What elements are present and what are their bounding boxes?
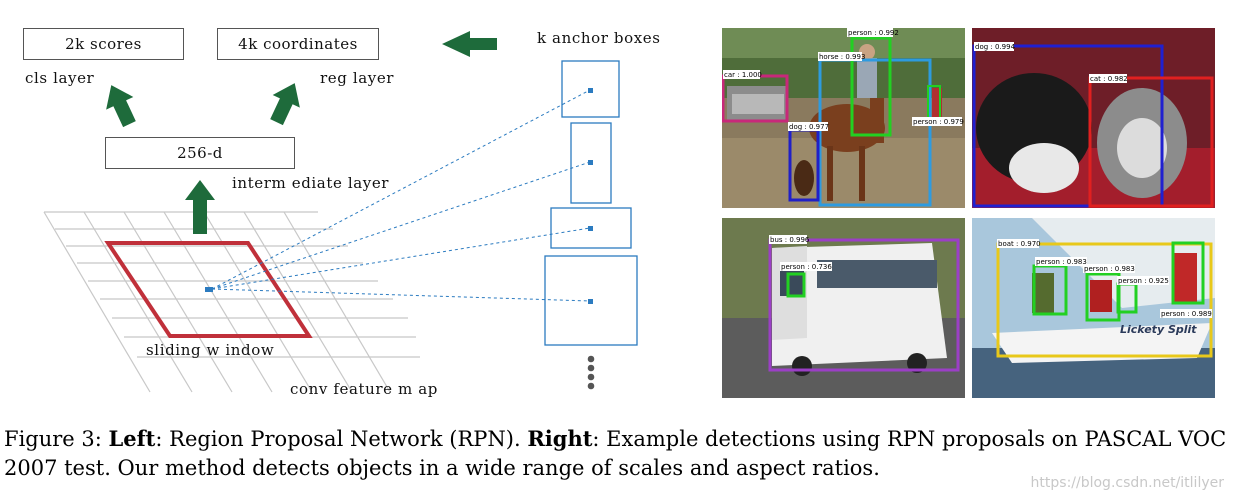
det-label: cat : 0.982 [1090, 75, 1128, 83]
conv-feature-map [43, 31, 638, 393]
det-label: person : 0.992 [848, 29, 899, 37]
detection-photo-dogcat: dog : 0.994 cat : 0.982 [972, 28, 1215, 208]
anchor-boxes [544, 60, 638, 346]
window-center [205, 287, 213, 292]
det-label: boat : 0.970 [998, 240, 1041, 248]
arrow-reg-icon [270, 83, 300, 126]
det-label: dog : 0.994 [975, 43, 1016, 51]
caption-prefix: Figure 3: [4, 427, 109, 451]
cls-layer-label: cls layer [25, 69, 95, 87]
figure-caption: Figure 3: Left: Region Proposal Network … [4, 424, 1236, 483]
arrow-cls-icon [106, 85, 136, 128]
arrow-left-icon [442, 31, 497, 57]
detection-photo-bus: bus : 0.996 person : 0.736 [722, 218, 965, 398]
det-label: bus : 0.996 [770, 236, 810, 244]
sliding-window [104, 241, 313, 338]
arrow-up-icon [185, 180, 215, 234]
det-label: person : 0.983 [1036, 258, 1087, 266]
sliding-window-label: sliding w indow [146, 341, 275, 359]
more-anchors-dots [587, 355, 595, 390]
det-label: horse : 0.993 [819, 53, 865, 61]
coordinates-box: 4k coordinates [217, 28, 379, 60]
det-label: person : 0.983 [1084, 265, 1135, 273]
conv-feature-map-label: conv feature m ap [290, 380, 438, 398]
intermediate-layer-label: interm ediate layer [232, 174, 390, 192]
caption-left-bold: Left [108, 426, 156, 451]
intermediate-box: 256-d [105, 137, 295, 169]
det-label: car : 1.000 [724, 71, 762, 79]
reg-layer-label: reg layer [320, 69, 395, 87]
caption-right-text: : Example detections using RPN proposals… [4, 427, 1227, 480]
anchor-boxes-title: k anchor boxes [537, 29, 661, 47]
detection-photo-boat: Lickety Split boat : 0.970 person : 0.98… [972, 218, 1215, 398]
det-label: person : 0.925 [1118, 277, 1169, 285]
detection-photo-horse: car : 1.000 person : 0.992 horse : 0.993… [722, 28, 965, 208]
det-label: dog : 0.977 [789, 123, 829, 131]
caption-right-bold: Right [527, 426, 593, 451]
boat-name: Lickety Split [1120, 323, 1197, 336]
det-label: person : 0.736 [781, 263, 832, 271]
caption-left-text: : Region Proposal Network (RPN). [155, 427, 528, 451]
det-label: person : 0.989 [1161, 310, 1212, 318]
det-label: person : 0.979 [913, 118, 964, 126]
scores-box: 2k scores [23, 28, 184, 60]
watermark: https://blog.csdn.net/itlilyer [1030, 475, 1224, 491]
